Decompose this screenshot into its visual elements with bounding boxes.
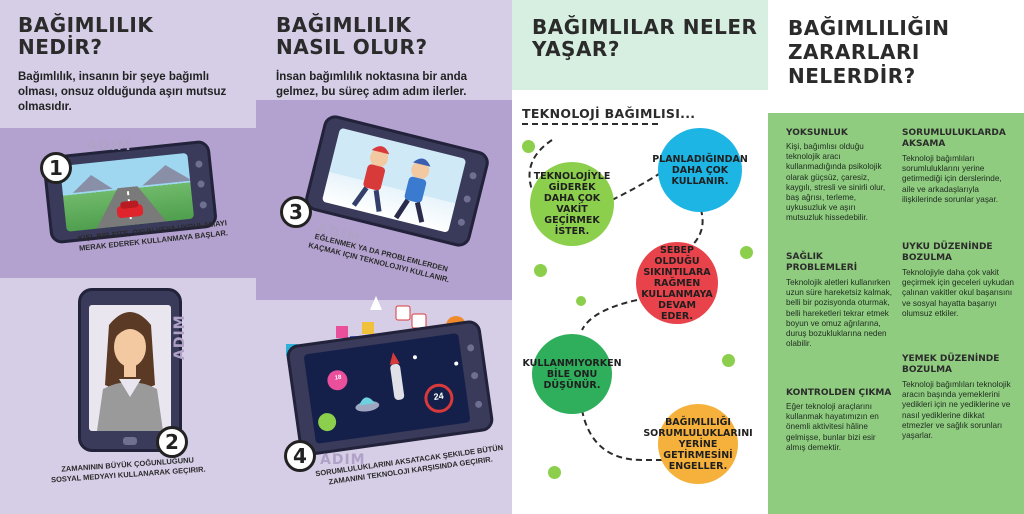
racing-game-screen [59,152,195,232]
harm-text-sleep: Teknolojiyle daha çok vakit geçirmek içi… [902,268,1014,318]
step4-number: 4 [293,444,307,468]
step3-number: 3 [289,200,303,224]
step2-word: ADIM [172,314,188,360]
phone-step2 [78,288,182,452]
harms-box [768,113,1024,514]
road-car-icon [72,165,193,229]
green-dot [722,354,735,367]
profile-screen [89,305,171,431]
home-button [123,437,137,445]
panel4-header [768,0,1024,113]
panel2-title-line2: NASIL OLUR? [276,35,428,59]
panel-how-addiction-happens: BAĞIMLILIK NASIL OLUR? İnsan bağımlılık … [256,0,512,514]
step2-badge: 2 [156,426,188,458]
step4-badge: 4 [284,440,316,472]
harm-heading-health: SAĞLIK PROBLEMLERİ [786,252,858,273]
panel4-title-line2: ZARARLARI [788,40,920,64]
phone-step3 [302,112,492,250]
harm-text-responsibilities: Teknoloji bağımlıları sorumluluklarını y… [902,154,1002,204]
panel3-title: BAĞIMLILAR NELER YAŞAR? [532,16,757,60]
harm-text-health: Teknolojik aletleri kullanırken uzun sür… [786,278,893,349]
harm-text-eating: Teknoloji bağımlıları teknolojik aracın … [902,380,1011,441]
green-dot [548,466,561,479]
phone-step1 [41,139,219,245]
panel-what-is-addiction: BAĞIMLILIK NEDİR? Bağımlılık, insanın bi… [0,0,256,514]
panel1-title-line1: BAĞIMLILIK [18,13,154,37]
green-dot [740,246,753,259]
phone-step4: 24 18 [285,318,495,458]
panel3-title-line1: BAĞIMLILAR NELER [532,15,758,39]
harm-heading-withdrawal: YOKSUNLUK [786,128,848,138]
phone-buttons [194,153,208,215]
panel3-title-line2: YAŞAR? [532,37,620,61]
step1-number: 1 [49,156,63,180]
circle-responsibilities: BAĞIMLILIĞI SORUMLULUKLARINI YERİNE GETİ… [643,404,753,484]
green-dot [522,140,535,153]
step2-number: 2 [165,430,179,454]
step1-word: ADIM [86,138,132,154]
panel1-text: Bağımlılık, insanın bir şeye bağımlı olm… [18,71,227,113]
mint-header [512,0,768,90]
panel-harms: BAĞIMLILIĞIN ZARARLARI NELERDİR? YOKSUNL… [768,0,1024,514]
circle-uses-more: PLANLADIĞINDAN DAHA ÇOK KULLANIR. [652,128,748,212]
circle-thinks: KULLANMIYORKEN BİLE ONU DÜŞÜNÜR. [522,334,622,414]
panel4-title: BAĞIMLILIĞIN ZARARLARI NELERDİR? [788,16,949,88]
panel-what-addicts-experience: BAĞIMLILAR NELER YAŞAR? TEKNOLOJİ BAĞIML… [512,0,768,514]
panel4-title-line3: NELERDİR? [788,64,916,88]
panel2-text: İnsan bağımlılık noktasına bir anda gelm… [276,71,468,98]
panel2-title-line1: BAĞIMLILIK [276,13,412,37]
harm-heading-responsibilities: SORUMLULUKLARDA AKSAMA [902,128,1006,149]
circle-more-time: TEKNOLOJİYLE GİDEREK DAHA ÇOK VAKİT GEÇİ… [530,162,614,246]
skating-screen [321,127,467,233]
green-dot [576,296,586,306]
space-game-screen: 24 18 [303,332,471,444]
harm-heading-control: KONTROLDEN ÇIKMA [786,388,892,398]
panel1-title-line2: NEDİR? [18,35,103,59]
panel1-title: BAĞIMLILIK NEDİR? [18,14,153,58]
panel2-title: BAĞIMLILIK NASIL OLUR? [276,14,428,58]
step3-badge: 3 [280,196,312,228]
harm-heading-sleep: UYKU DÜZENİNDE BOZULMA [902,242,993,263]
step1-badge: 1 [40,152,72,184]
harm-text-withdrawal: Kişi, bağımlısı olduğu teknolojik aracı … [786,142,886,223]
step4-word: ADIM [320,452,366,468]
skaters-icon [351,146,431,223]
harm-heading-eating: YEMEK DÜZENİNDE BOZULMA [902,354,1000,375]
step2-caption: Zamanının büyük çoğunluğunu sosyal medya… [50,455,206,485]
green-dot [534,264,547,277]
panel4-title-line1: BAĞIMLILIĞIN [788,16,950,40]
circle-continues: SEBEP OLDUĞU SIKINTILARA RAĞMEN KULLANMA… [636,242,718,324]
panel3-subtitle: TEKNOLOJİ BAĞIMLISI... [522,106,696,121]
space-game-icon [318,352,459,432]
harm-text-control: Eğer teknoloji araçlarını kullanmak haya… [786,402,879,452]
person-portrait-icon [97,312,163,431]
